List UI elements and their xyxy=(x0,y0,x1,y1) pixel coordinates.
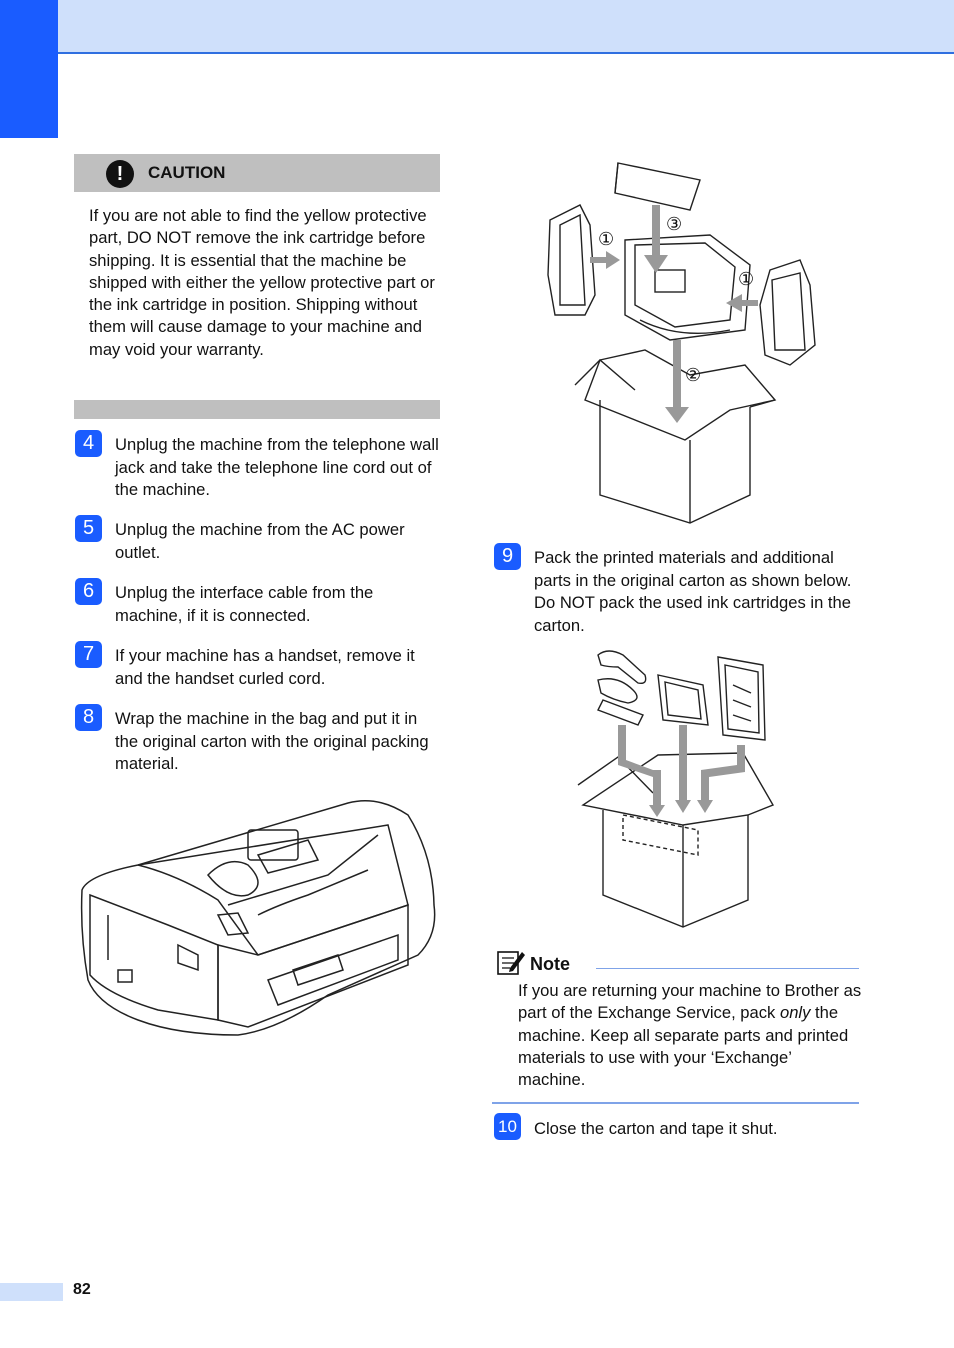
figure-label-1-right: ① xyxy=(738,269,755,289)
footer-tab xyxy=(0,1283,63,1301)
exclamation-icon: ! xyxy=(106,160,134,188)
figure-label-2: ② xyxy=(685,365,702,385)
step-9-text: Pack the printed materials and additiona… xyxy=(534,548,852,635)
note-divider-top xyxy=(596,968,859,969)
step-5-text: Unplug the machine from the AC power out… xyxy=(115,520,405,562)
note-text: If you are returning your machine to Bro… xyxy=(518,980,863,1091)
caution-footer-bar xyxy=(74,400,440,419)
step-number-8: 8 xyxy=(75,704,102,731)
note-text-part1: If you are returning your machine to Bro… xyxy=(518,981,862,1023)
chapter-side-tab xyxy=(0,0,58,138)
caution-title: CAUTION xyxy=(148,163,226,182)
step-8-text: Wrap the machine in the bag and put it i… xyxy=(115,709,429,773)
note-title: Note xyxy=(530,954,570,974)
figure-label-3: ③ xyxy=(666,214,683,234)
step-6-text: Unplug the interface cable from the mach… xyxy=(115,583,374,625)
figure-label-1-left: ① xyxy=(598,229,615,249)
step-number-7: 7 xyxy=(75,641,102,668)
note-text-emphasis: only xyxy=(779,1003,811,1023)
note-pencil-icon xyxy=(497,951,525,975)
step-4-text: Unplug the machine from the telephone wa… xyxy=(115,435,439,499)
step-number-4: 4 xyxy=(75,430,102,457)
accessories-packing-illustration xyxy=(577,650,775,928)
packing-diagram-illustration xyxy=(547,162,816,524)
wrapped-machine-illustration xyxy=(80,800,436,1036)
step-7-text: If your machine has a handset, remove it… xyxy=(115,646,415,688)
step-number-5: 5 xyxy=(75,515,102,542)
step-number-6: 6 xyxy=(75,578,102,605)
header-band xyxy=(58,0,954,54)
page-number: 82 xyxy=(73,1281,91,1298)
caution-header-bar xyxy=(74,154,440,192)
note-text-part2: the machine. Keep all separate parts and… xyxy=(518,1003,849,1090)
step-number-10: 10 xyxy=(494,1113,521,1140)
step-number-9: 9 xyxy=(494,543,521,570)
note-divider-bottom xyxy=(492,1102,859,1104)
step-10-text: Close the carton and tape it shut. xyxy=(534,1119,778,1138)
caution-text: If you are not able to find the yellow p… xyxy=(89,206,435,359)
